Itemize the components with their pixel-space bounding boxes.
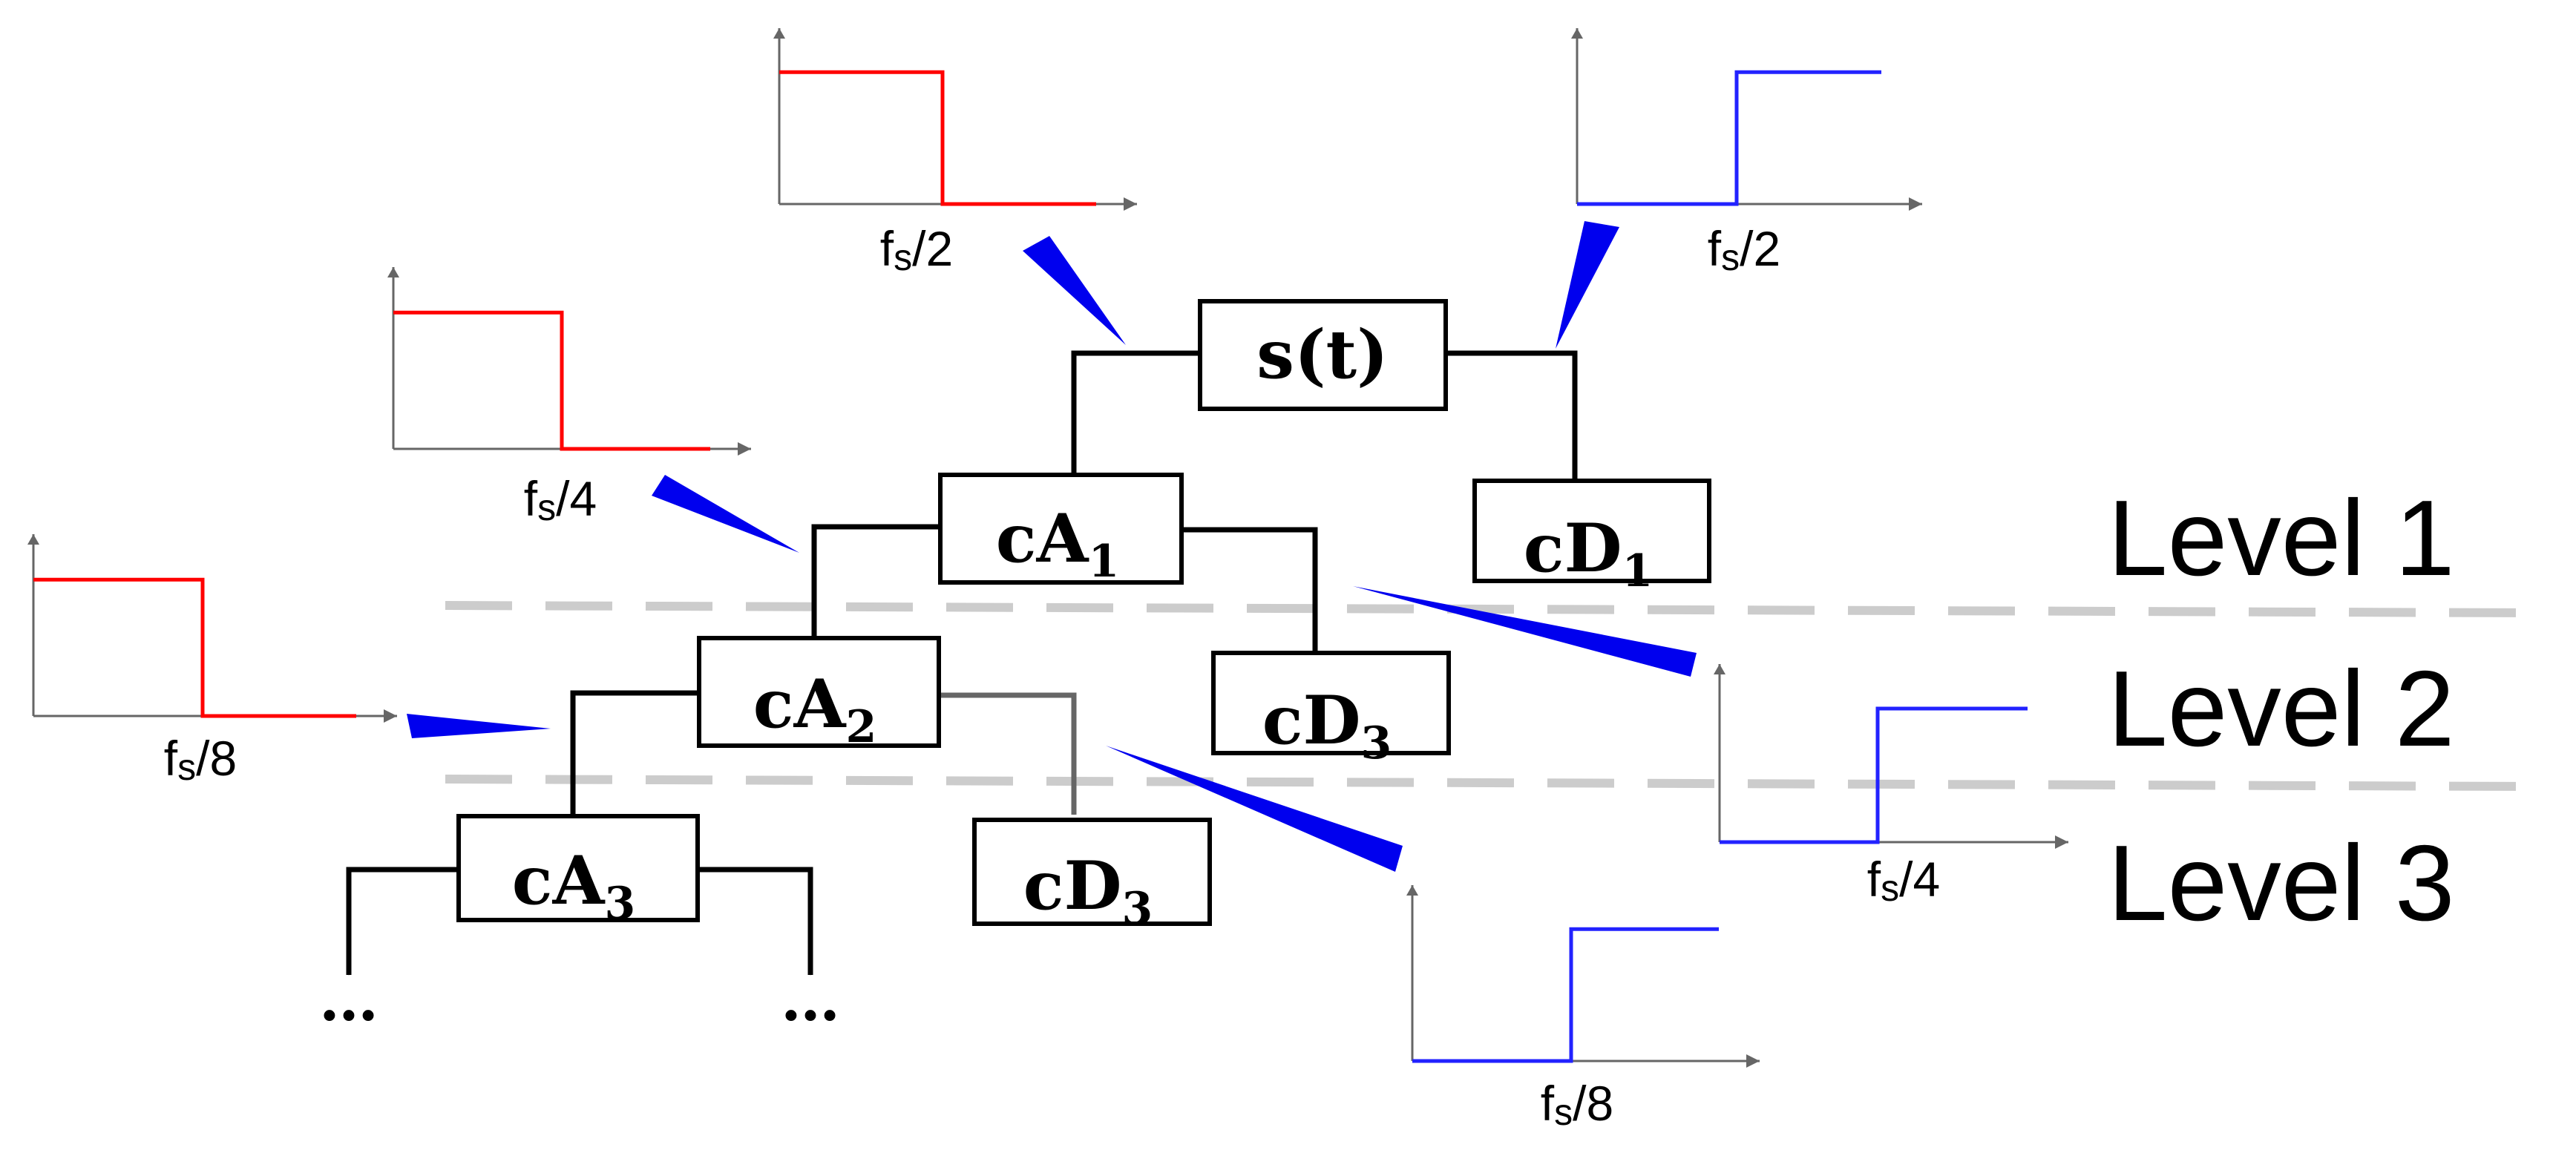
node-cd3: cD3 (972, 818, 1212, 935)
filter-low2: fs/4 (387, 267, 751, 528)
node-cd1: cD1 (1472, 479, 1711, 597)
node-cd2-subscript: 3 (1361, 717, 1392, 769)
filter-high1: fs/2 (1571, 28, 1922, 278)
node-cd1-subscript: 1 (1622, 545, 1654, 597)
node-cd2: cD3 (1211, 651, 1451, 769)
svg-text:s(t): s(t) (1256, 315, 1388, 394)
continuation-left: … (319, 965, 378, 1034)
node-ca2-label: cA (753, 665, 847, 743)
filter-low3: fs/8 (27, 534, 397, 788)
svg-text:cA2: cA2 (753, 665, 876, 753)
low2-label-sub: s (537, 487, 556, 528)
high2-response-curve (1720, 706, 2028, 844)
low1-x-arrow (1124, 197, 1137, 211)
high3-response-curve (1412, 927, 1719, 1063)
high3-label-sub: s (1554, 1091, 1573, 1133)
high2-label-sub: s (1881, 867, 1899, 909)
node-cd3-label: cD (1023, 847, 1122, 925)
high3-y-arrow (1406, 885, 1418, 896)
low1-y-arrow (773, 28, 785, 39)
low3-x-arrow (384, 709, 397, 723)
high1-label-denom: /2 (1740, 221, 1780, 276)
pointer-low3 (407, 714, 551, 738)
high1-label-base: f (1708, 221, 1722, 276)
svg-text:cA3: cA3 (512, 841, 635, 930)
node-ca1: cA1 (938, 473, 1184, 588)
node-ca1-label: cA (996, 499, 1089, 578)
high1-x-arrow (1909, 197, 1922, 211)
tree-connectors (346, 350, 1578, 976)
low3-label-sub: s (177, 746, 196, 788)
high3-x-arrow (1746, 1054, 1760, 1068)
node-signal: s(t) (1198, 299, 1448, 411)
level-divider-1-2 (445, 601, 2531, 617)
high1-response-curve (1577, 70, 1881, 206)
low1-response-curve (779, 70, 1096, 206)
edge-ca3-left (346, 867, 459, 976)
pointer-low2 (652, 475, 799, 553)
low2-cutoff-label: fs/4 (524, 471, 597, 528)
edge-ca2-cd3 (939, 692, 1077, 815)
edge-ca2-ca3 (570, 690, 699, 820)
node-signal-label: s(t) (1256, 315, 1388, 394)
low3-response-curve (33, 577, 356, 718)
filter-pointers (407, 221, 1697, 872)
high2-x-arrow (2055, 835, 2068, 849)
low2-label-denom: /4 (556, 471, 597, 526)
node-ca1-subscript: 1 (1088, 536, 1119, 588)
low2-y-arrow (387, 267, 399, 277)
high2-y-arrow (1714, 664, 1725, 674)
node-cd3-subscript: 3 (1122, 883, 1153, 935)
high1-cutoff-label: fs/2 (1708, 221, 1780, 278)
high1-label-sub: s (1721, 237, 1740, 278)
pointer-low1 (1023, 236, 1126, 345)
node-ca2: cA2 (697, 636, 941, 753)
node-ca3: cA3 (456, 814, 700, 930)
svg-text:cD3: cD3 (1023, 847, 1153, 935)
node-ca2-subscript: 2 (845, 701, 876, 753)
pointer-high2 (1353, 586, 1697, 677)
svg-text:cA1: cA1 (996, 499, 1119, 588)
svg-text:cD3: cD3 (1262, 681, 1392, 769)
low2-label-base: f (524, 471, 538, 526)
node-cd1-label: cD (1524, 509, 1622, 588)
continuation-right: … (781, 965, 840, 1034)
edge-ca1-cd2 (1182, 527, 1318, 654)
svg-text:cD1: cD1 (1524, 509, 1654, 597)
filter-high2: fs/4 (1714, 664, 2068, 909)
node-ca3-label: cA (512, 841, 606, 920)
high2-label-base: f (1867, 852, 1881, 907)
high2-label-denom: /4 (1899, 852, 1940, 907)
node-cd2-label: cD (1262, 681, 1361, 760)
filter-low1: fs/2 (773, 28, 1137, 278)
low3-cutoff-label: fs/8 (164, 731, 237, 788)
low3-label-denom: /8 (196, 731, 237, 786)
low1-label-sub: s (894, 237, 912, 278)
pointer-high1 (1556, 221, 1619, 349)
low1-label-denom: /2 (912, 221, 953, 276)
pointer-high3 (1106, 746, 1403, 872)
low3-y-arrow (27, 534, 39, 545)
low2-response-curve (393, 310, 710, 451)
low2-x-arrow (738, 442, 751, 456)
high2-cutoff-label: fs/4 (1867, 852, 1940, 909)
low3-label-base: f (164, 731, 178, 786)
node-ca3-subscript: 3 (604, 878, 635, 930)
low1-label-base: f (880, 221, 894, 276)
low1-cutoff-label: fs/2 (880, 221, 953, 278)
high3-label-base: f (1541, 1076, 1555, 1131)
level-label-3: Level 3 (2108, 823, 2455, 943)
high3-label-denom: /8 (1573, 1076, 1613, 1131)
edge-signal-ca1 (1071, 350, 1200, 476)
high1-y-arrow (1571, 28, 1583, 39)
level-label-2: Level 2 (2108, 648, 2455, 769)
level-divider-2-3 (445, 775, 2531, 791)
level-label-1: Level 1 (2108, 478, 2455, 598)
edge-ca3-right (698, 867, 813, 976)
high3-cutoff-label: fs/8 (1541, 1076, 1613, 1133)
edge-signal-cd1 (1446, 350, 1578, 482)
filter-high3: fs/8 (1406, 885, 1760, 1133)
edge-ca1-ca2 (811, 524, 940, 654)
